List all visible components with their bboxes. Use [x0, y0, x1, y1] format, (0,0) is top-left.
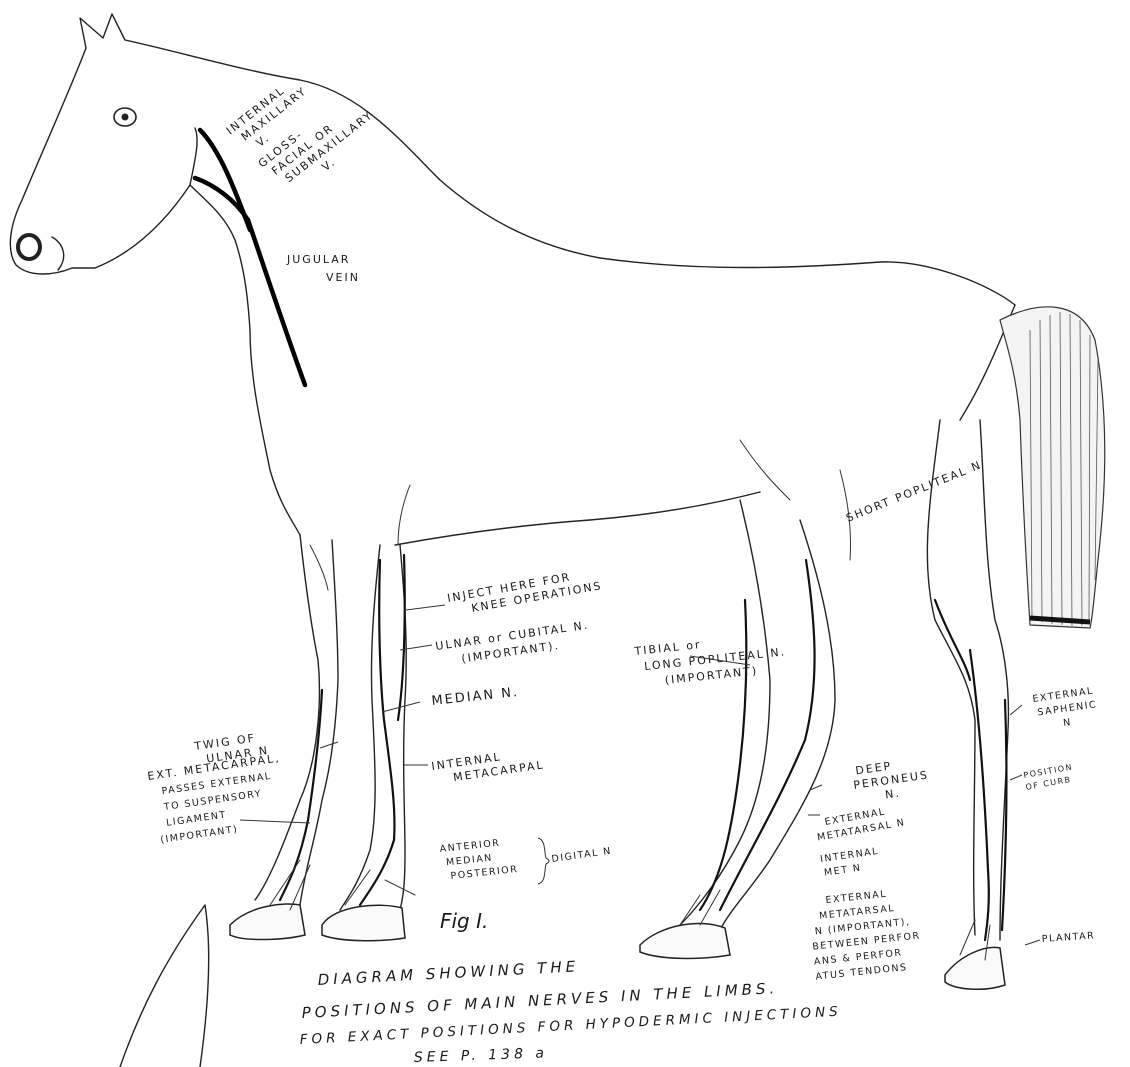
nerves — [270, 555, 1006, 960]
label-median: MEDIAN N. — [431, 685, 520, 709]
label-short-popliteal: SHORT POPLITEAL N — [844, 458, 984, 524]
mouth — [52, 237, 64, 270]
partial-figure-outline — [120, 905, 209, 1067]
label-external-saphenic: EXTERNAL SAPHENIC N — [1032, 685, 1104, 733]
eye — [114, 108, 136, 126]
label-inject-here: INJECT HERE FOR KNEE OPERATIONS — [446, 565, 603, 618]
label-position-of-curb: POSITION OF CURB — [1023, 762, 1080, 792]
label-ulnar: ULNAR or CUBITAL N. (IMPORTANT). — [435, 618, 598, 669]
front-hoof-near — [230, 904, 305, 940]
hind-hoof-near — [640, 923, 730, 958]
hind-leg-far — [927, 420, 1008, 940]
hind-hoof-far — [945, 947, 1005, 989]
label-external-metatarsal-lower: EXTERNAL METATARSAL N (IMPORTANT), BETWE… — [807, 885, 929, 982]
front-leg-near — [255, 535, 338, 905]
label-internal-metacarpal: INTERNAL METACARPAL — [431, 744, 546, 786]
label-digital-group: ANTERIOR MEDIAN POSTERIOR DIGITAL N — [439, 836, 612, 884]
label-ext-metacarpal: EXT. METACARPAL, PASSES EXTERNAL TO SUSP… — [147, 751, 296, 847]
front-leg-far — [340, 545, 406, 910]
caption: DIAGRAM SHOWING THE POSITIONS OF MAIN NE… — [299, 957, 842, 1066]
nostril — [18, 235, 40, 259]
hind-leg-near — [680, 500, 835, 930]
label-external-metatarsal-upper: EXTERNAL METATARSAL N — [814, 803, 906, 843]
front-hoof-far — [322, 905, 405, 940]
chest-outline — [250, 330, 300, 535]
tail — [1000, 307, 1105, 628]
digital-brace — [538, 838, 549, 884]
label-anterior-median-posterior: ANTERIOR MEDIAN POSTERIOR — [439, 836, 519, 883]
caption-line-1: DIAGRAM SHOWING THE — [317, 957, 579, 989]
caption-line-4: SEE P. 138 a — [414, 1045, 549, 1066]
label-plantar: PLANTAR — [1041, 930, 1095, 945]
stifle-line — [740, 440, 790, 500]
shoulder-line — [398, 485, 410, 545]
belly-outline — [395, 492, 760, 545]
label-internal-met: INTERNAL MET N — [819, 845, 886, 879]
jugular-vein-line — [248, 220, 305, 385]
figure-number: Fig I. — [440, 909, 488, 933]
label-digital: DIGITAL N — [551, 846, 613, 865]
label-jugular-vein: JUGULAR VEIN — [286, 253, 360, 284]
label-deep-peroneus: DEEP PERONEUS N. — [851, 754, 938, 806]
horse-outline — [10, 14, 1015, 560]
